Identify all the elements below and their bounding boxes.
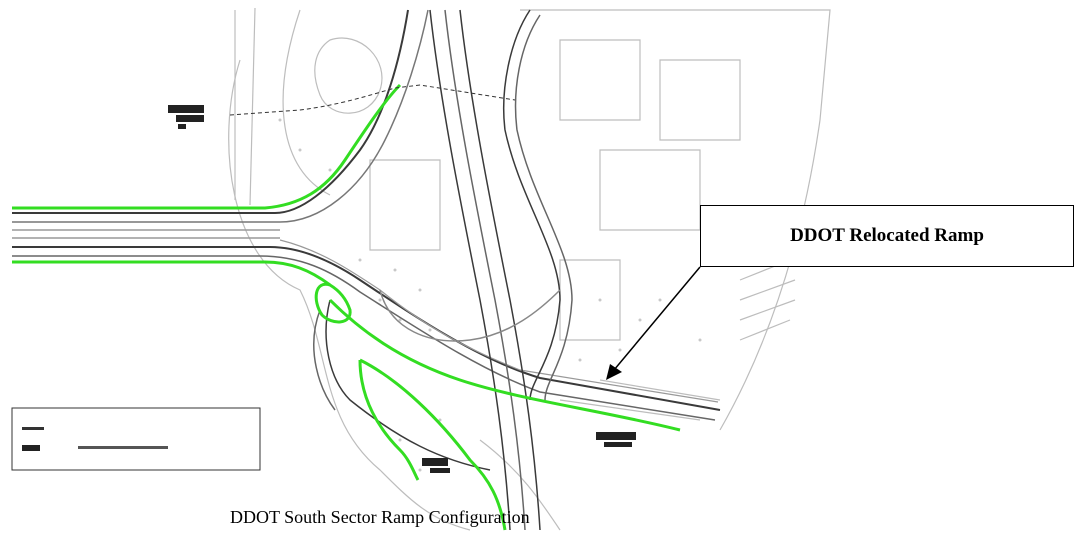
map-note-blocks bbox=[168, 105, 636, 473]
vertical-ramps bbox=[313, 9, 573, 531]
green-highlight-routes bbox=[12, 83, 681, 531]
callout-arrow bbox=[606, 266, 701, 380]
legend-box bbox=[11, 407, 261, 471]
main-highway bbox=[12, 9, 721, 421]
leader-dashed-line bbox=[229, 84, 516, 116]
figure-caption: DDOT South Sector Ramp Configuration bbox=[230, 507, 530, 527]
callout-label: DDOT Relocated Ramp bbox=[790, 225, 984, 246]
background-detail bbox=[228, 7, 831, 531]
background-dots bbox=[278, 118, 702, 472]
relocated-ramp-callout: DDOT Relocated Ramp bbox=[700, 205, 1074, 267]
